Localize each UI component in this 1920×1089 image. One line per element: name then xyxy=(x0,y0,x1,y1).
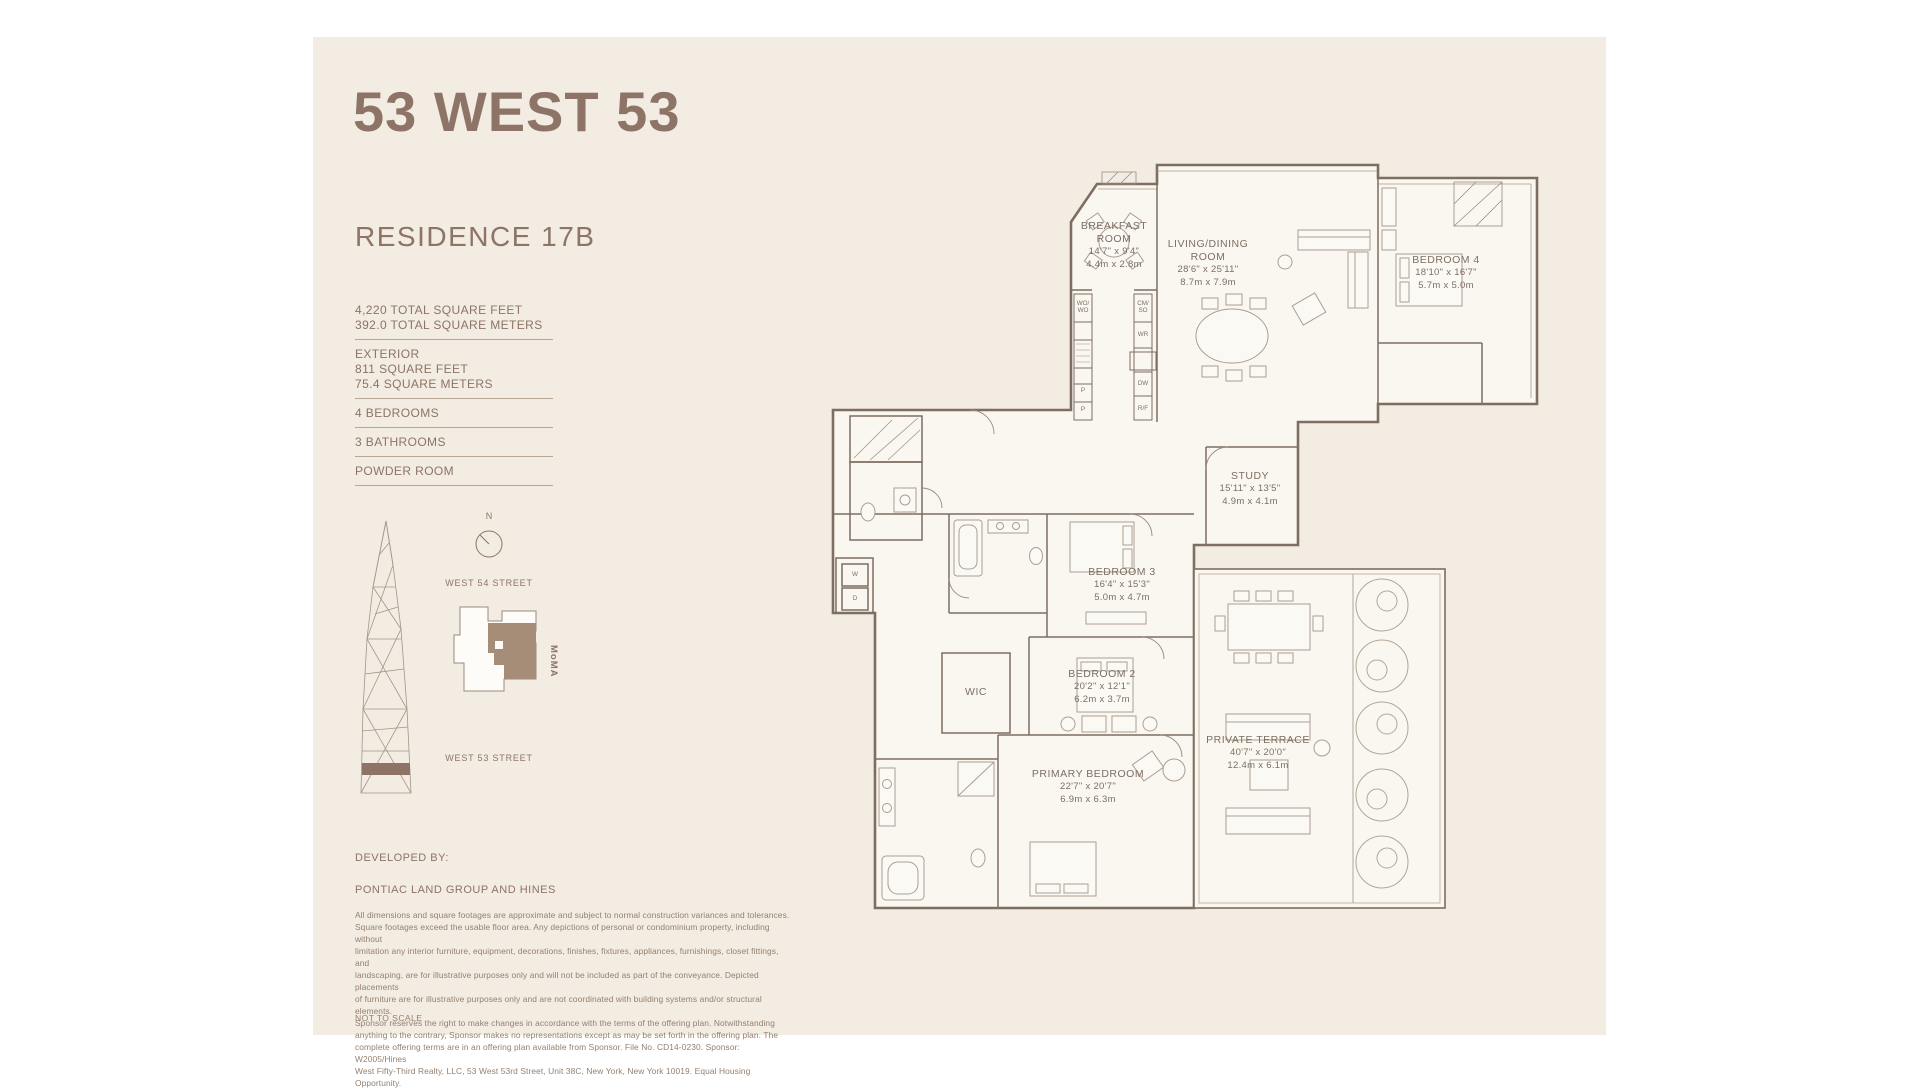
developer-block: DEVELOPED BY: PONTIAC LAND GROUP AND HIN… xyxy=(355,834,556,914)
room-label-private-terrace: PRIVATE TERRACE 40'7" x 20'0" 12.4m x 6.… xyxy=(1206,734,1310,771)
label-dishwasher: DW xyxy=(1137,380,1149,387)
compass-icon: N xyxy=(475,511,503,558)
stat-line: EXTERIOR xyxy=(355,347,420,361)
unit-location-highlight xyxy=(488,623,536,679)
stat-group-powder-room: POWDER ROOM xyxy=(355,464,553,486)
tower-floor-highlight xyxy=(362,763,410,775)
room-label-bedroom-4: BEDROOM 4 18'10" x 16'7" 5.7m x 5.0m xyxy=(1412,254,1480,291)
developer-label: DEVELOPED BY: xyxy=(355,852,449,864)
tower-illustration xyxy=(360,520,412,794)
stat-line: POWDER ROOM xyxy=(355,464,455,478)
stat-group-bedrooms: 4 BEDROOMS xyxy=(355,406,553,428)
elevator-hatch xyxy=(853,417,921,461)
room-label-primary-bedroom: PRIMARY BEDROOM 22'7" x 20'7" 6.9m x 6.3… xyxy=(1031,768,1145,805)
building-footprint-map xyxy=(453,606,537,692)
label-fridge: R/F xyxy=(1137,405,1149,412)
stat-group-bathrooms: 3 BATHROOMS xyxy=(355,435,553,457)
label-wine-ref: WR xyxy=(1137,331,1149,338)
street-label-west-53: WEST 53 STREET xyxy=(445,753,533,763)
furniture xyxy=(860,187,1463,901)
label-pantry-1: P xyxy=(1080,387,1086,394)
room-label-study: STUDY 15'11" x 13'5" 4.9m x 4.1m xyxy=(1219,470,1281,507)
room-label-bedroom-2: BEDROOM 2 20'2" x 12'1" 6.2m x 3.7m xyxy=(1068,668,1136,705)
stat-line: 75.4 SQUARE METERS xyxy=(355,377,493,391)
stat-line: 3 BATHROOMS xyxy=(355,435,446,449)
floorplan-drawing xyxy=(831,163,1539,910)
stat-line: 811 SQUARE FEET xyxy=(355,362,469,376)
room-label-breakfast-room: BREAKFAST ROOM 14'7" x 9'4" 4.4m x 2.8m xyxy=(1080,220,1148,270)
stats-list: 4,220 TOTAL SQUARE FEET 392.0 TOTAL SQUA… xyxy=(355,303,553,493)
developer-name: PONTIAC LAND GROUP AND HINES xyxy=(355,884,556,896)
stat-line: 4,220 TOTAL SQUARE FEET xyxy=(355,303,523,317)
kitchen-shelf-hatch xyxy=(1076,343,1090,363)
kitchen-counters xyxy=(1073,293,1157,421)
window-lines xyxy=(1098,170,1532,398)
terrace-trees xyxy=(1352,574,1409,903)
label-wall-ovens: WO/ WO xyxy=(1076,300,1090,314)
stat-line: 4 BEDROOMS xyxy=(355,406,440,420)
floorplan: BREAKFAST ROOM 14'7" x 9'4" 4.4m x 2.8m … xyxy=(830,158,1550,918)
label-pantry-2: P xyxy=(1080,406,1086,413)
stat-group-exterior: EXTERIOR 811 SQUARE FEET 75.4 SQUARE MET… xyxy=(355,347,553,399)
room-label-wic: WIC xyxy=(965,686,987,698)
plan-sheet: 53 WEST 53 RESIDENCE 17B 4,220 TOTAL SQU… xyxy=(313,37,1606,1088)
label-coffee-speed-oven: CM/ SO xyxy=(1137,300,1149,314)
room-label-living-dining: LIVING/DINING ROOM 28'6" x 25'11" 8.7m x… xyxy=(1167,238,1249,288)
residence-title: RESIDENCE 17B xyxy=(355,221,596,252)
hatched-areas xyxy=(1101,171,1503,227)
building-title: 53 WEST 53 xyxy=(353,80,681,143)
door-arcs xyxy=(921,409,1229,758)
stat-group-total-area: 4,220 TOTAL SQUARE FEET 392.0 TOTAL SQUA… xyxy=(355,303,553,340)
stat-line: 392.0 TOTAL SQUARE METERS xyxy=(355,318,543,332)
street-label-west-54: WEST 54 STREET xyxy=(445,578,533,588)
legal-disclaimer: All dimensions and square footages are a… xyxy=(355,910,790,1088)
moma-label: MoMA xyxy=(548,645,559,678)
label-dryer: D xyxy=(852,595,858,602)
room-label-bedroom-3: BEDROOM 3 16'4" x 15'3" 5.0m x 4.7m xyxy=(1088,566,1156,603)
interior-walls xyxy=(833,165,1483,908)
scale-note: NOT TO SCALE xyxy=(355,1013,423,1023)
label-washer: W xyxy=(852,571,858,578)
compass-north-label: N xyxy=(486,511,493,521)
